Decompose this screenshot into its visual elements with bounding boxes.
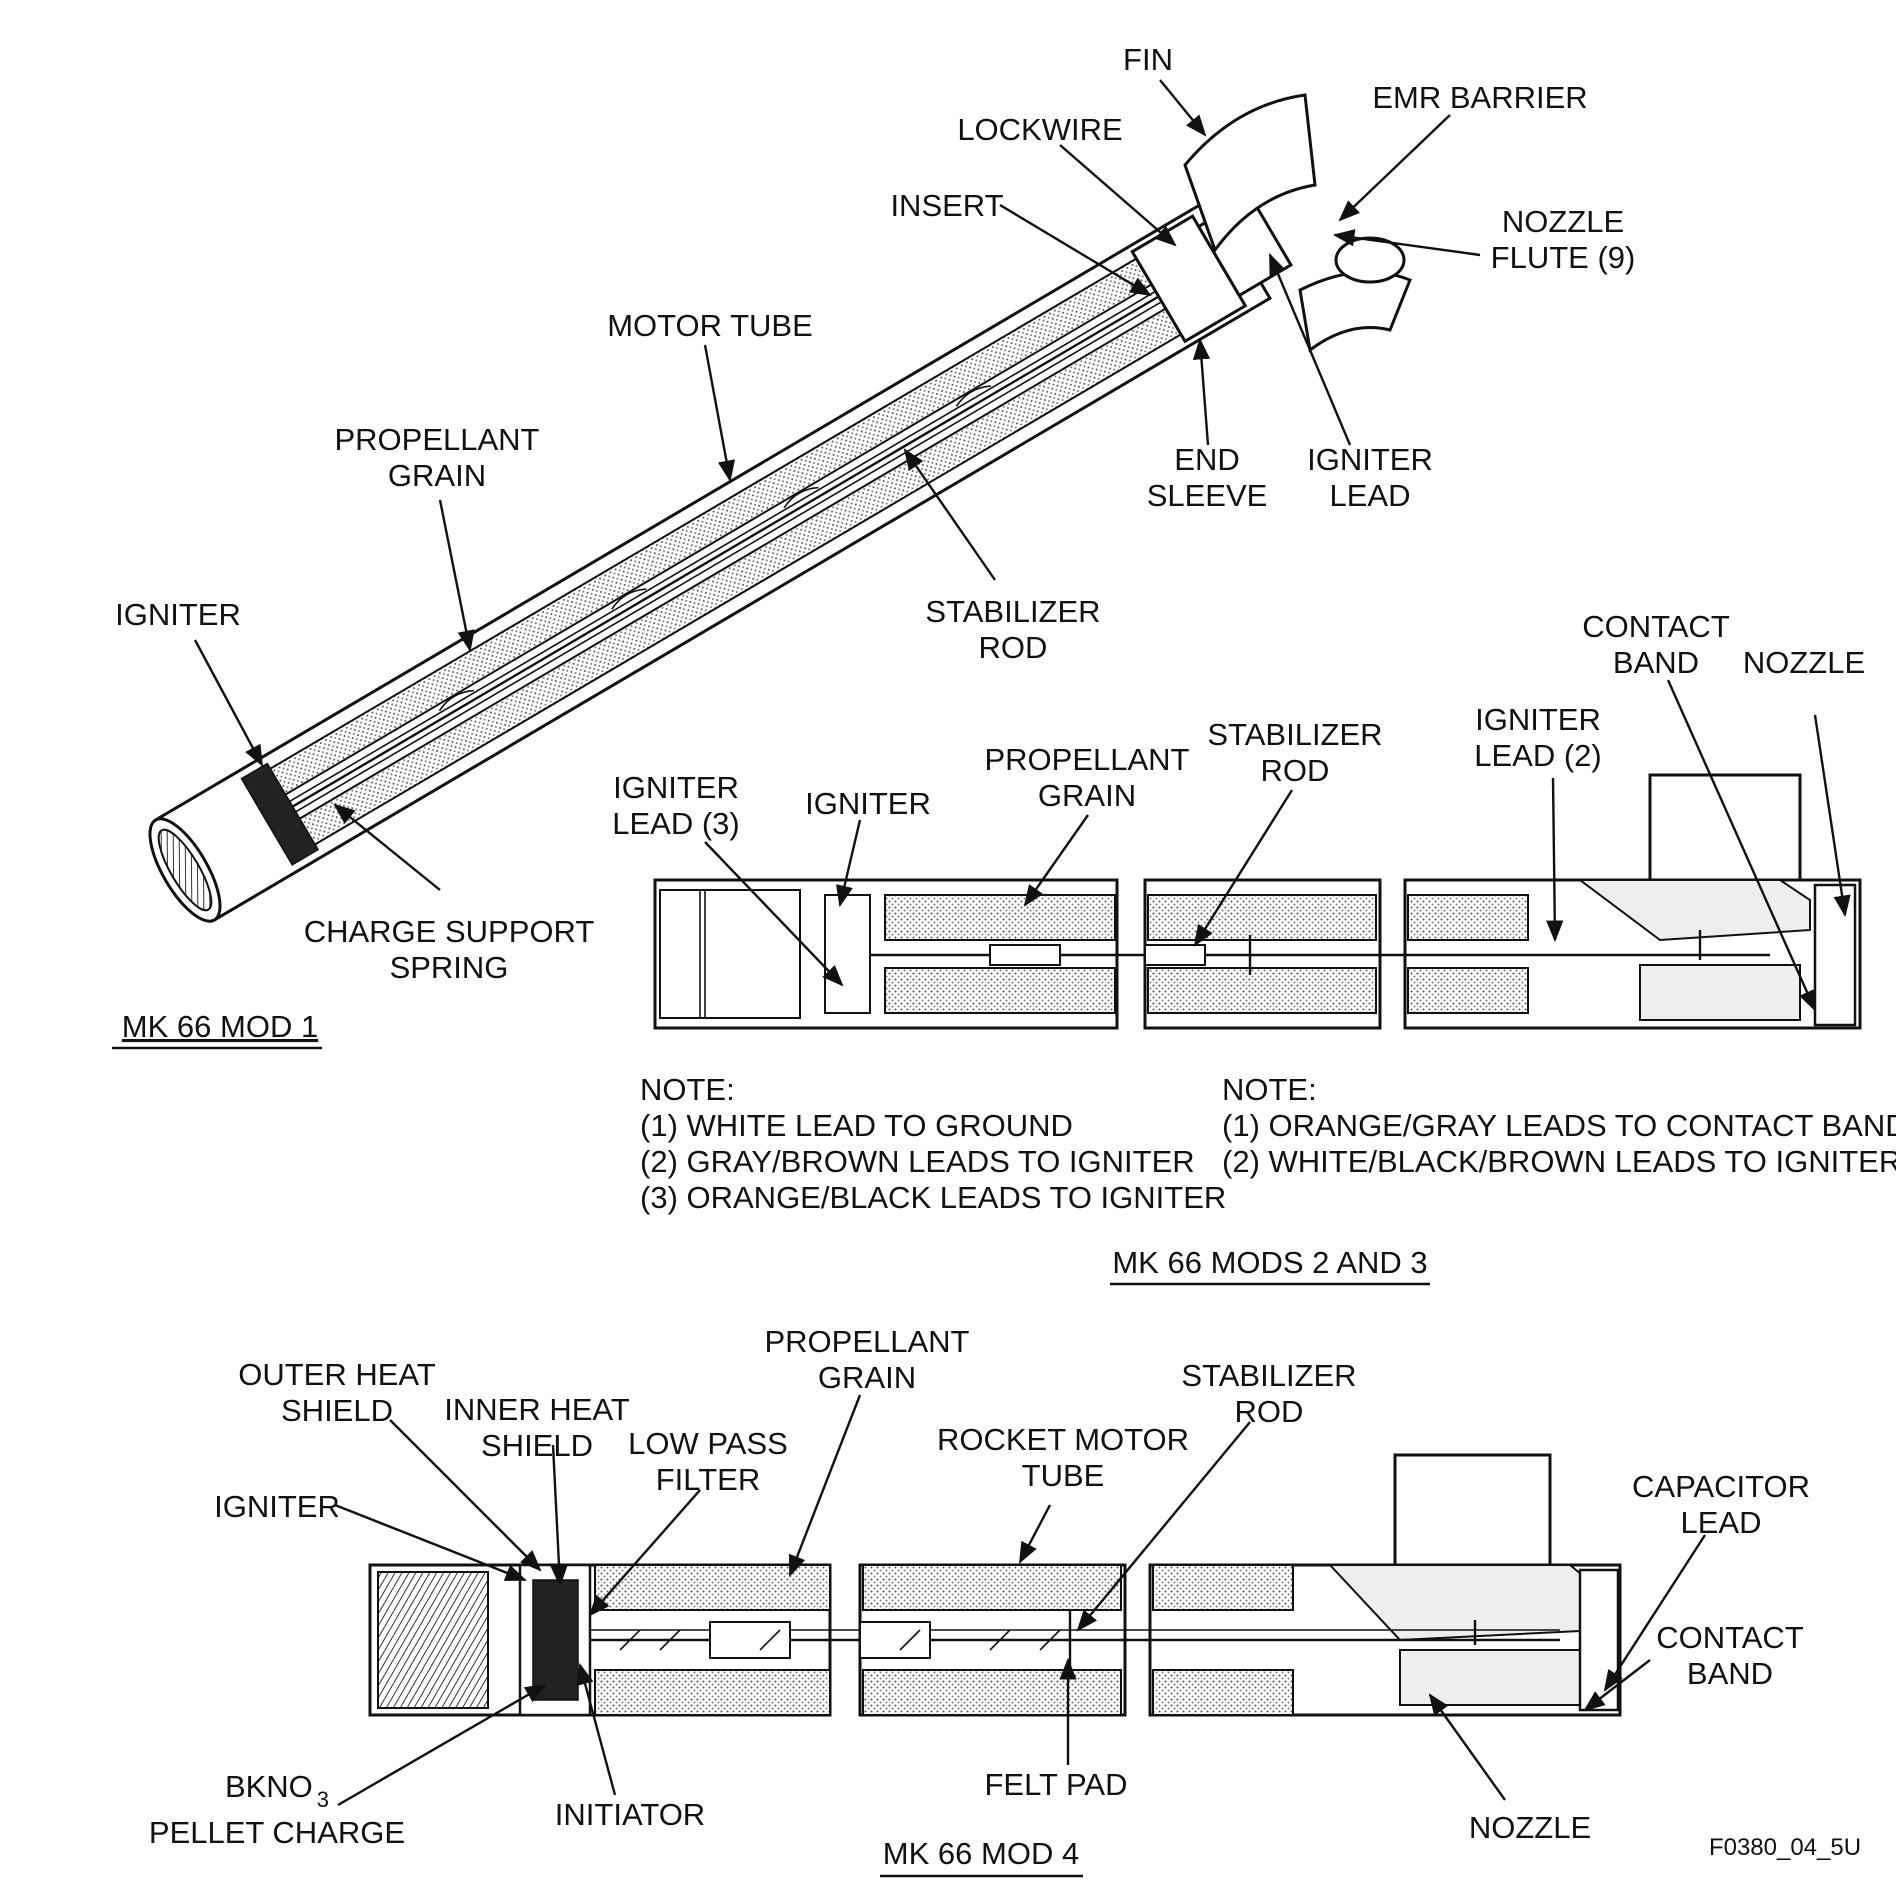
label-contact-band-2: BAND [1613,645,1699,680]
label-low-pass-filter-1: LOW PASS [628,1426,788,1461]
figure-id: F0380_04_5U [1709,1834,1861,1861]
igniter-block [240,762,320,866]
label-felt-pad: FELT PAD [985,1767,1128,1802]
label-propellant-grain-1: PROPELLANT [984,742,1189,777]
mod4-thread [377,1571,489,1709]
label-igniter: IGNITER [115,597,241,632]
note-left-line-2: (2) GRAY/BROWN LEADS TO IGNITER [640,1144,1195,1179]
label-outer-heat-shield-2: SHIELD [281,1393,393,1428]
label-igniter-lead3-2: LEAD (3) [612,806,739,841]
label-insert: INSERT [890,188,1003,223]
mod4-labels: OUTER HEAT SHIELD INNER HEAT SHIELD LOW … [149,1324,1810,1878]
label-igniter-lead-1: IGNITER [1307,442,1433,477]
label-outer-heat-shield-1: OUTER HEAT [238,1357,436,1392]
label-capacitor-lead-2: LEAD [1681,1505,1762,1540]
label-charge-support-spring-2: SPRING [390,950,509,985]
mod1-labels: FIN LOCKWIRE EMR BARRIER INSERT NOZZLE F… [112,42,1636,1050]
label-rocket-motor-tube-1: ROCKET MOTOR [937,1422,1189,1457]
note-right-line-1: (1) ORANGE/GRAY LEADS TO CONTACT BAND [1222,1108,1896,1143]
note-right-line-2: (2) WHITE/BLACK/BROWN LEADS TO IGNITER [1222,1144,1896,1179]
label-capacitor-lead-1: CAPACITOR [1632,1469,1810,1504]
label-contact-band-1: CONTACT [1656,1620,1804,1655]
fin-lower [1298,270,1412,353]
mod4-drawing [368,1453,1622,1717]
label-end-sleeve-2: SLEEVE [1147,478,1268,513]
mod23-drawing [653,773,1862,1030]
label-stabilizer-rod-2: ROD [1261,753,1330,788]
label-nozzle: NOZZLE [1469,1810,1591,1845]
label-rocket-motor-tube-2: TUBE [1022,1458,1105,1493]
label-stabilizer-rod-1: STABILIZER [1181,1358,1356,1393]
nozzle-flute-ring [1334,236,1406,284]
label-stabilizer-rod-1: STABILIZER [925,594,1100,629]
label-contact-band-2: BAND [1687,1656,1773,1691]
title-mod1: MK 66 MOD 1 [122,1009,318,1044]
mod23-labels: CONTACT BAND NOZZLE IGNITER LEAD (2) STA… [612,609,1896,1286]
fin-upper [1183,93,1317,254]
mod4-heat-shields [532,1579,579,1701]
mod23-fin-stub [1648,773,1802,882]
label-low-pass-filter-2: FILTER [656,1462,761,1497]
label-nozzle: NOZZLE [1743,645,1865,680]
label-stabilizer-rod-2: ROD [979,630,1048,665]
label-inner-heat-shield-1: INNER HEAT [444,1392,630,1427]
mod4-fin-stub [1393,1453,1552,1567]
mod1-drawing [148,93,1412,923]
label-charge-support-spring-1: CHARGE SUPPORT [304,914,595,949]
note-left-line-1: (1) WHITE LEAD TO GROUND [640,1108,1073,1143]
title-mod23: MK 66 MODS 2 AND 3 [1112,1245,1427,1280]
label-nozzle-flute-2: FLUTE (9) [1491,240,1636,275]
stabilizer-rod-shaft [287,295,1160,811]
label-igniter-lead-2: LEAD [1330,478,1411,513]
note-right-heading: NOTE: [1222,1072,1317,1107]
label-propellant-grain-2: GRAIN [1038,778,1136,813]
label-igniter-lead2-1: IGNITER [1475,702,1601,737]
label-bkno3-subscript: 3 [317,1787,329,1812]
label-emr-barrier: EMR BARRIER [1372,80,1587,115]
label-propellant-grain-1: PROPELLANT [334,422,539,457]
note-left-heading: NOTE: [640,1072,735,1107]
label-inner-heat-shield-2: SHIELD [481,1428,593,1463]
label-initiator: INITIATOR [555,1797,705,1832]
label-propellant-grain-2: GRAIN [388,458,486,493]
mod23-nozzle [1813,883,1857,1027]
label-bkno3-text: BKNO [225,1769,313,1804]
label-stabilizer-rod-1: STABILIZER [1207,717,1382,752]
label-fin: FIN [1123,42,1173,77]
label-lockwire: LOCKWIRE [957,112,1122,147]
mod4-leaders [334,1394,1707,1807]
label-igniter: IGNITER [214,1489,340,1524]
title-mod4: MK 66 MOD 4 [883,1836,1079,1871]
label-igniter-lead2-2: LEAD (2) [1474,738,1601,773]
label-end-sleeve-1: END [1174,442,1239,477]
label-contact-band-1: CONTACT [1582,609,1730,644]
label-stabilizer-rod-2: ROD [1235,1394,1304,1429]
mod1-leaders [193,79,1481,891]
mod23-igniter [824,894,871,1014]
label-motor-tube: MOTOR TUBE [607,308,813,343]
mod23-leaders [704,679,1851,1012]
label-bkno3-2: PELLET CHARGE [149,1815,405,1850]
label-propellant-grain-1: PROPELLANT [764,1324,969,1359]
note-left-line-3: (3) ORANGE/BLACK LEADS TO IGNITER [640,1180,1226,1215]
label-nozzle-flute-1: NOZZLE [1502,204,1624,239]
label-igniter: IGNITER [805,786,931,821]
label-propellant-grain-2: GRAIN [818,1360,916,1395]
label-igniter-lead3-1: IGNITER [613,770,739,805]
